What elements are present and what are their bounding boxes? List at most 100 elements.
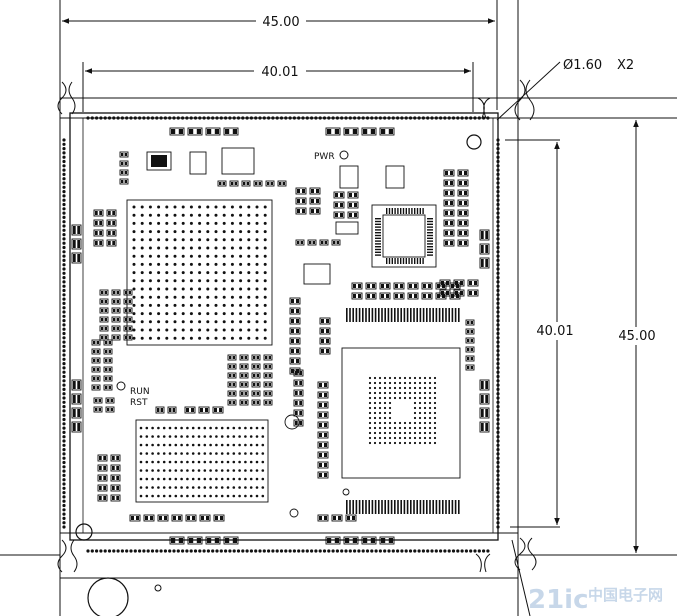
edge-pad: [486, 116, 490, 120]
dram-ball: [168, 477, 172, 481]
passive: [99, 316, 109, 323]
edge-pad: [62, 220, 66, 224]
passive-pad: [291, 339, 294, 343]
emmc-ball: [418, 411, 422, 415]
passive: [379, 127, 395, 136]
passive: [263, 354, 273, 361]
dram-ball: [209, 494, 212, 498]
dram-ball: [244, 452, 247, 455]
bga-ball: [181, 246, 185, 250]
edge-pad: [496, 288, 500, 293]
edge-pad: [236, 549, 241, 553]
passive-pad: [446, 281, 449, 285]
passive: [393, 292, 405, 300]
passive-pad: [474, 291, 477, 295]
passive-pad: [256, 365, 259, 368]
edge-pad: [496, 147, 500, 151]
passive-pad: [124, 171, 127, 174]
bga-ball: [263, 213, 267, 217]
bga-ball: [206, 336, 210, 340]
edge-pad: [62, 207, 66, 211]
bga-ball: [206, 312, 210, 316]
passive-pad: [178, 129, 183, 134]
passive-pad: [464, 201, 467, 205]
emmc-ball: [368, 421, 372, 425]
bga-ball: [222, 312, 226, 316]
edge-pad: [434, 116, 438, 120]
edge-pad: [62, 430, 66, 434]
passive-pad: [265, 374, 268, 377]
edge-pad: [473, 116, 477, 120]
passive: [239, 372, 249, 379]
qfp-pin: [427, 223, 433, 225]
passive: [421, 292, 433, 300]
passive-pad: [386, 284, 389, 288]
bga-ball: [189, 271, 193, 275]
passive: [103, 375, 113, 382]
passive-pad: [225, 538, 230, 543]
qfp-pin: [394, 258, 396, 264]
passive: [217, 180, 227, 187]
bga-ball: [198, 328, 202, 332]
watermark-cn: 中国电子网: [588, 586, 663, 604]
passive-pad: [99, 476, 102, 480]
passive-pad: [395, 294, 398, 298]
qfp-pin: [408, 208, 410, 214]
edge-pad: [496, 306, 500, 310]
passive-pad: [219, 182, 222, 185]
emmc-pin: [355, 308, 358, 322]
bga-ball: [132, 230, 136, 234]
edge-pad: [496, 301, 500, 305]
passive-pad: [450, 171, 453, 175]
passive-pad: [295, 411, 298, 415]
emmc-ball: [373, 376, 377, 380]
edge-pad: [340, 116, 344, 120]
emmc-ball: [393, 396, 397, 400]
passive-pad: [388, 538, 393, 543]
emmc-ball: [398, 421, 402, 425]
edge-pad: [374, 549, 378, 553]
passive: [331, 239, 341, 246]
emmc-ball: [373, 421, 377, 425]
edge-pad: [62, 168, 66, 172]
dram-ball: [197, 494, 201, 498]
passive: [361, 536, 377, 545]
dram-ball: [209, 486, 212, 489]
bga-ball: [222, 262, 226, 266]
dim-right-inner: 40.01: [536, 324, 573, 339]
bga-ball: [198, 303, 202, 307]
edge-pad: [62, 254, 66, 258]
bga-ball: [157, 295, 161, 299]
bga-ball: [222, 271, 226, 275]
passive-pad: [171, 538, 176, 543]
edge-pad: [62, 224, 66, 228]
passive: [227, 363, 237, 370]
passive: [123, 298, 133, 305]
passive: [119, 160, 129, 167]
emmc-ball: [373, 436, 377, 440]
edge-pad: [62, 284, 66, 288]
dram-ball: [174, 435, 178, 438]
ic-small: [385, 165, 405, 189]
bga-ball: [198, 295, 202, 299]
dram-ball: [255, 435, 259, 438]
dram-ball: [180, 494, 183, 498]
passive-pad: [324, 453, 327, 457]
passive: [251, 390, 261, 397]
passive-pad: [112, 466, 115, 470]
dram-ball: [238, 443, 241, 447]
emmc-pin: [403, 308, 406, 322]
passive-pad: [299, 421, 302, 425]
bga-ball: [206, 221, 210, 225]
passive: [263, 399, 273, 406]
edge-pad: [62, 228, 66, 232]
edge-pad: [107, 549, 112, 553]
passive-pad: [295, 421, 298, 425]
passive-pad: [110, 408, 113, 411]
emmc-ball: [423, 406, 427, 410]
emmc-ball: [388, 416, 392, 420]
passive-pad: [256, 356, 259, 359]
passive-pad: [105, 386, 108, 389]
passive-pad: [297, 241, 300, 244]
passive: [467, 289, 479, 297]
